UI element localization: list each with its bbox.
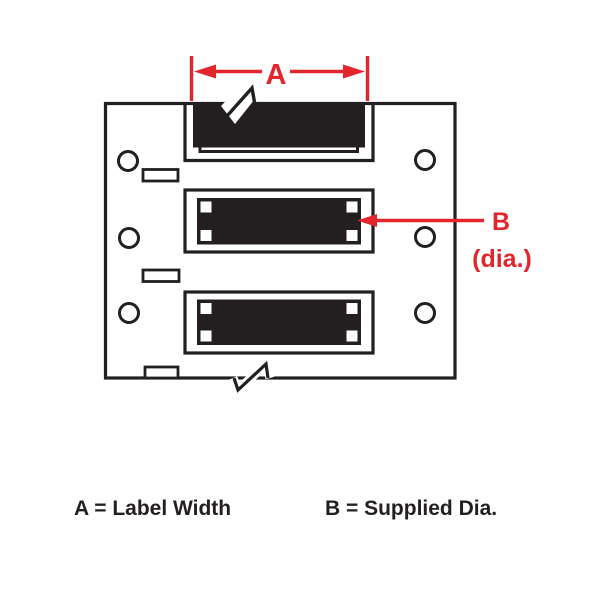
sleeve-top-outline (183, 103, 375, 163)
legend: A = Label Width B = Supplied Dia. (74, 497, 497, 520)
sleeve-corner-notch (200, 330, 212, 342)
dimension-b: B (dia.) (357, 208, 532, 273)
legend-label-b: B = Supplied Dia. (325, 497, 497, 520)
break-line-bottom (228, 355, 275, 398)
arrow-right-icon (343, 64, 365, 79)
feed-hole (117, 150, 139, 172)
arrow-left-icon (194, 64, 216, 79)
break-line-top (221, 79, 262, 124)
sleeve-bottom (183, 290, 375, 355)
sleeve-middle-print-area (197, 198, 361, 245)
sleeve-middle (183, 188, 375, 254)
sleeve-top (183, 103, 375, 163)
dimension-a-label: A (266, 59, 287, 91)
sleeve-corner-notch (346, 330, 358, 342)
break-top-zigzag (225, 84, 257, 118)
sleeve-corner-notch (200, 201, 212, 213)
arrow-left-icon (357, 214, 377, 227)
carrier-notch (143, 365, 180, 380)
feed-hole (414, 149, 436, 171)
break-bottom-zigzag (232, 360, 270, 393)
dimension-b-label: B (492, 208, 510, 236)
sleeve-corner-notch (200, 230, 212, 241)
sleeve-top-inner-edge (198, 145, 359, 153)
sleeve-corner-notch (346, 201, 358, 213)
feed-hole (414, 302, 436, 324)
sleeve-corner-notch (346, 303, 358, 314)
feed-holes (117, 149, 436, 324)
feed-hole (118, 227, 140, 249)
dimension-b-sublabel: (dia.) (472, 245, 532, 273)
sleeve-bottom-print-area (197, 299, 361, 345)
feed-hole (414, 226, 436, 248)
sleeve-top-print-area (193, 103, 365, 148)
dimension-a: A (189, 56, 370, 101)
carrier-notch (141, 168, 180, 183)
sleeve-corner-notch (200, 303, 212, 314)
feed-hole (118, 302, 140, 324)
sleeve-corner-notch (346, 230, 358, 241)
carrier-notch (141, 268, 181, 283)
legend-label-a: A = Label Width (74, 497, 231, 520)
carrier-notches (141, 168, 181, 380)
